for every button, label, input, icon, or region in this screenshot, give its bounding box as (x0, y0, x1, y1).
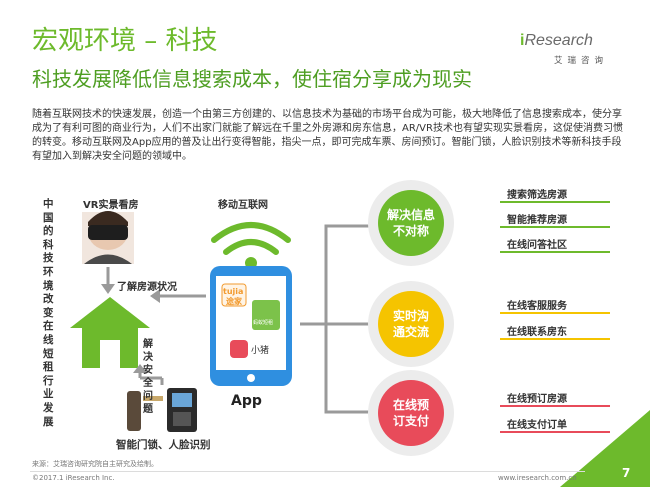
footer-divider (30, 471, 585, 472)
house-icon (70, 297, 150, 368)
logo-cn: 艾瑞咨询 (554, 56, 609, 66)
uline-1-3 (500, 251, 610, 253)
circle-1-text: 解决信息不对称 (386, 208, 435, 238)
tag-contact-host: 在线联系房东 (507, 327, 567, 338)
vr-label: VR实景看房 (83, 200, 139, 211)
smart-lock-icon (127, 391, 163, 431)
circle-online-booking-payment: 在线预订支付 (378, 380, 444, 446)
iresearch-logo: iResearch 艾瑞咨询 (520, 32, 620, 76)
app-label: App (231, 393, 262, 409)
logo-research: Research (524, 32, 593, 49)
circle-3-text: 在线预订支付 (392, 398, 429, 428)
corner-decoration (560, 410, 650, 487)
vr-headset-icon (82, 211, 134, 264)
xiaozhu-label: 小猪 (251, 346, 270, 356)
uline-3-1 (500, 405, 610, 407)
mayi-label: 蚂蚁短租 (253, 320, 274, 326)
tag-search-filter: 搜索筛选房源 (507, 190, 567, 201)
tag-smart-recommend: 智能推荐房源 (507, 215, 567, 226)
smart-lock-face-label: 智能门锁、人脸识别 (116, 439, 211, 451)
tag-book-listing: 在线预订房源 (507, 394, 567, 405)
solve-safety-label: 解决安全问题 (143, 339, 153, 415)
copyright: ©2017.1 iResearch Inc. (32, 474, 115, 482)
logo-wordmark: iResearch (520, 32, 593, 50)
tag-qa-community: 在线问答社区 (507, 240, 567, 251)
uline-2-1 (500, 312, 610, 314)
circle-2-text: 实时沟通交流 (392, 309, 429, 339)
page-title: 宏观环境 – 科技 (32, 26, 218, 56)
circle-realtime-communication: 实时沟通交流 (378, 291, 444, 357)
uline-2-2 (500, 338, 610, 340)
intro-paragraph: 随着互联网技术的快速发展，创造一个由第三方创建的、以信息技术为基础的市场平台成为… (32, 109, 623, 162)
circle-info-asymmetry: 解决信息不对称 (378, 190, 444, 256)
uline-1-2 (500, 226, 610, 228)
source-note: 来源：艾瑞咨询研究院自主研究及绘制。 (32, 460, 158, 468)
logo-i: i (520, 32, 525, 49)
know-listing-label: 了解房源状况 (117, 282, 177, 293)
tujia-cn-label: 途家 (226, 297, 242, 306)
face-recognition-icon (167, 388, 197, 432)
uline-1-1 (500, 201, 610, 203)
tag-online-service: 在线客服服务 (507, 301, 567, 312)
wifi-icon (211, 222, 291, 269)
tag-pay-order: 在线支付订单 (507, 420, 567, 431)
tujia-en-label: tujia (223, 287, 244, 296)
phone-icon (210, 266, 292, 386)
mobile-internet-label: 移动互联网 (218, 200, 268, 211)
page-number: 7 (622, 466, 631, 480)
side-vertical-label: 中国的科技环境改变在线短租行业发展 (43, 198, 54, 428)
footer-url: www.iresearch.com.cn (498, 474, 577, 482)
uline-3-2 (500, 431, 610, 433)
page-subtitle: 科技发展降低信息搜索成本，使住宿分享成为现实 (32, 67, 472, 91)
